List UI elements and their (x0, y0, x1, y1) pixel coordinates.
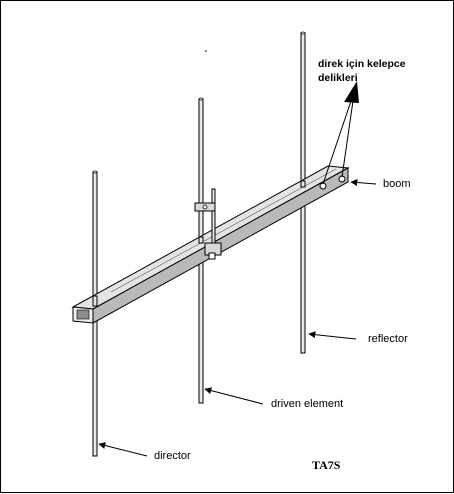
boom-label: boom (383, 178, 411, 190)
boom-leader-arrow (350, 179, 377, 186)
driven-element-label: driven element (271, 398, 344, 410)
annotation-line-2: delikleri (318, 72, 358, 84)
annotation-arrow (322, 81, 359, 185)
director-label: director (154, 450, 191, 462)
annotation-line-1: direk için kelepce (318, 58, 406, 70)
reflector-label: reflector (368, 333, 408, 345)
director-leader-arrow (98, 442, 148, 457)
annotation-label: direk için kelepce delikleri (318, 57, 406, 85)
driven-leader-arrow (204, 387, 264, 405)
reflector-leader-arrow (308, 331, 357, 340)
feed-bracket (194, 188, 222, 260)
signature: TA7S (312, 458, 341, 472)
